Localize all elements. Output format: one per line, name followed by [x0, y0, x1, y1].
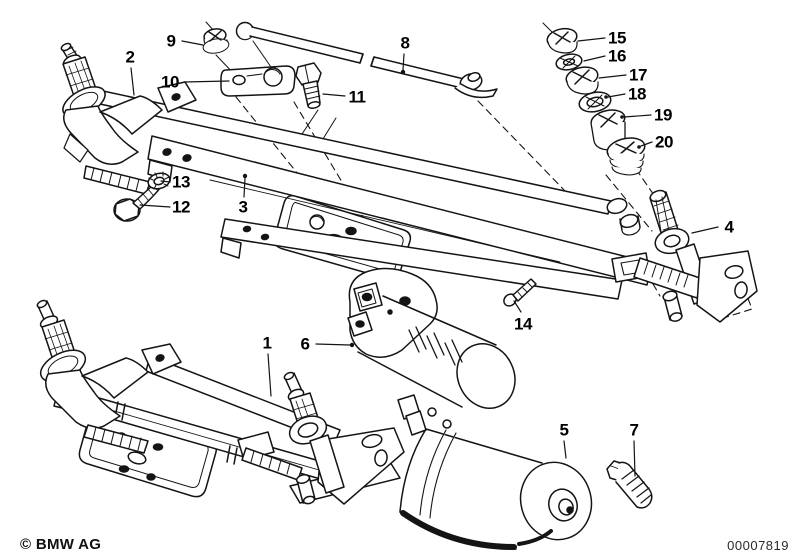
clamp-plate-10 — [220, 65, 296, 97]
part-callout-18[interactable]: 18 — [628, 84, 646, 104]
bolt-11 — [295, 62, 322, 109]
part-callout-4[interactable]: 4 — [724, 217, 734, 237]
motor-armature — [399, 428, 593, 550]
left-wiper-shaft — [60, 42, 197, 195]
part-callout-15[interactable]: 15 — [608, 28, 626, 48]
part-callout-3[interactable]: 3 — [238, 197, 248, 217]
bolt-14 — [503, 278, 537, 307]
part-callout-11[interactable]: 11 — [348, 87, 366, 107]
part-callout-13[interactable]: 13 — [172, 172, 190, 192]
part-callout-7[interactable]: 7 — [629, 420, 639, 440]
part-callout-17[interactable]: 17 — [629, 65, 647, 85]
part-callout-16[interactable]: 16 — [608, 46, 626, 66]
diagram-number: 00007819 — [727, 538, 789, 553]
part-callout-12[interactable]: 12 — [172, 197, 190, 217]
part-callout-2[interactable]: 2 — [125, 47, 135, 67]
part-callout-14[interactable]: 14 — [514, 314, 532, 334]
worm-gear — [606, 460, 653, 509]
part-callout-8[interactable]: 8 — [400, 33, 410, 53]
assembled-linkage — [36, 299, 405, 505]
drive-rod — [235, 21, 498, 99]
part-callout-19[interactable]: 19 — [654, 105, 672, 125]
hex-nut-9 — [202, 28, 230, 54]
part-callout-10[interactable]: 10 — [161, 72, 179, 92]
lock-washer-13 — [147, 171, 171, 190]
linkage-rod — [99, 90, 641, 236]
motor-gear-housing — [347, 267, 516, 436]
part-callout-6[interactable]: 6 — [300, 334, 310, 354]
right-wiper-shaft — [633, 189, 758, 323]
part-callout-20[interactable]: 20 — [655, 132, 673, 152]
callout-leader-lines — [130, 37, 719, 477]
part-callout-5[interactable]: 5 — [559, 420, 569, 440]
fastener-stack — [546, 27, 646, 176]
copyright-notice: © BMW AG — [20, 536, 102, 553]
part-callout-1[interactable]: 1 — [262, 333, 272, 353]
part-callout-9[interactable]: 9 — [166, 31, 176, 51]
